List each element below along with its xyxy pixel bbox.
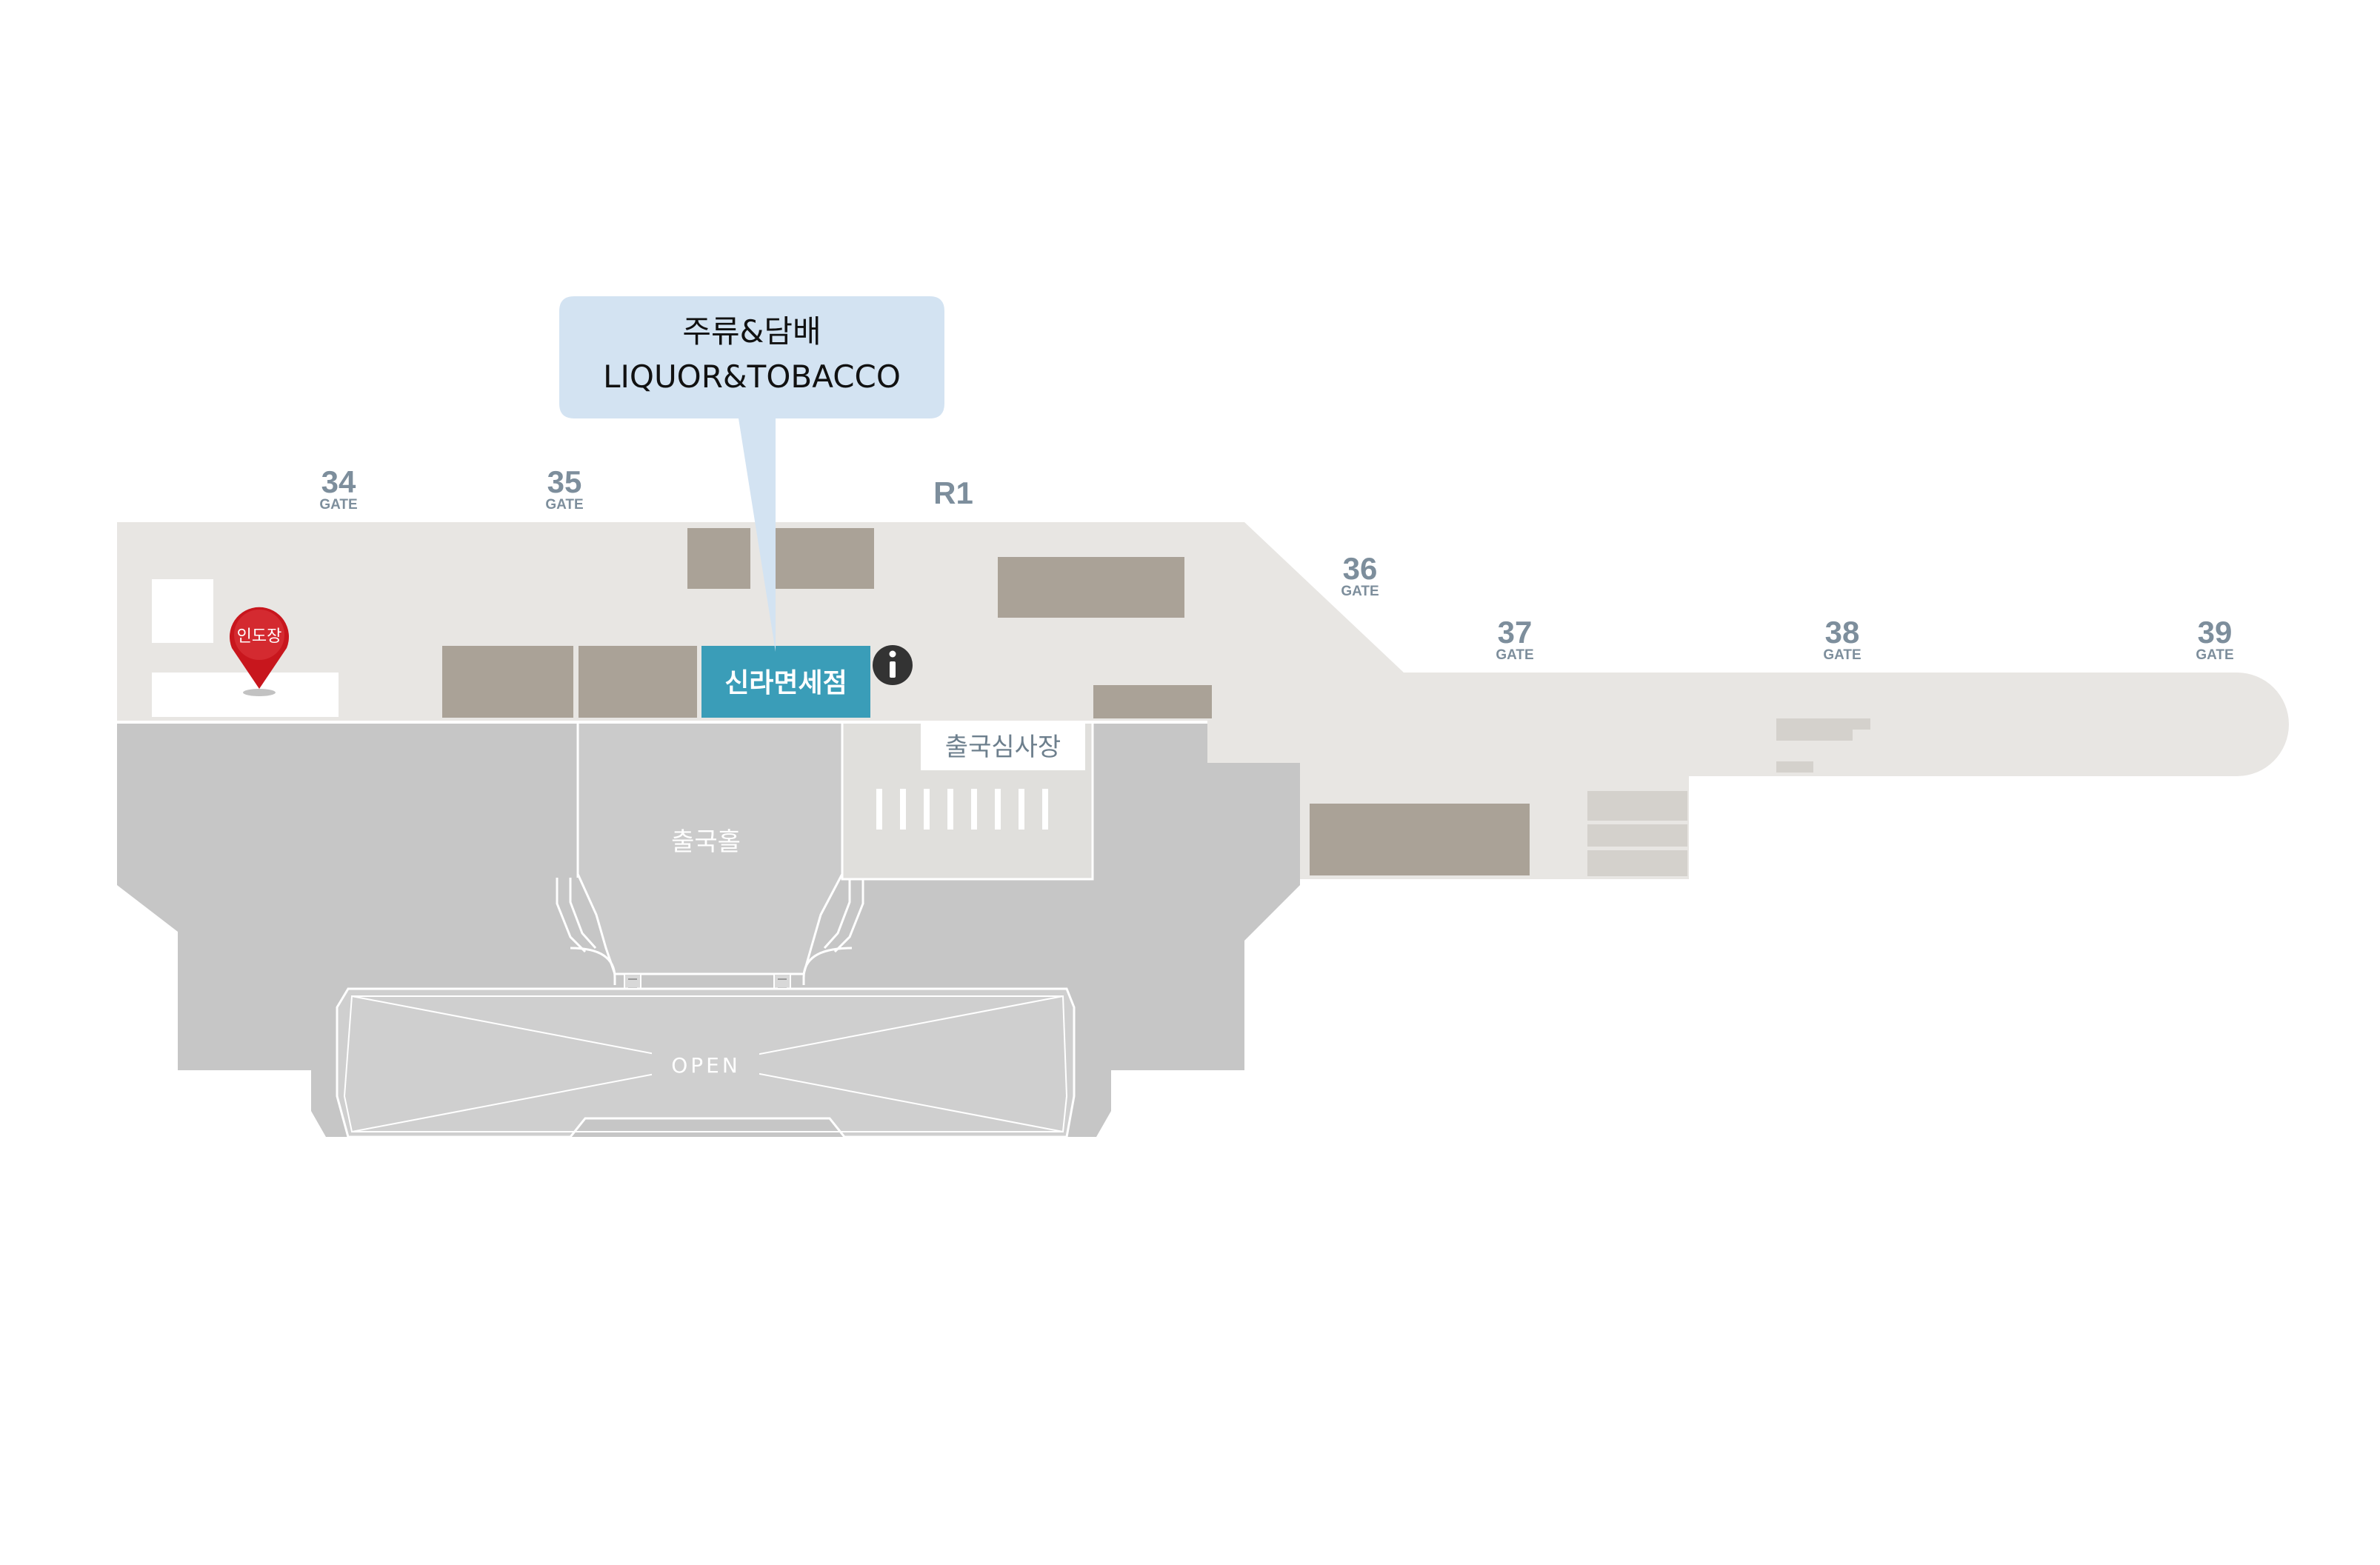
- gate-word: GATE: [1496, 647, 1533, 663]
- gate-37: 37 GATE: [1496, 615, 1533, 663]
- open-label-bg: [652, 1046, 759, 1081]
- immigration-label: 출국심사장: [945, 733, 1061, 762]
- shop-block: [776, 528, 874, 589]
- gate-word: GATE: [2196, 647, 2233, 663]
- pickup-counter: [152, 673, 339, 717]
- shop-block: [579, 646, 697, 718]
- gate-word: GATE: [1341, 584, 1379, 599]
- liquor-tobacco-callout: 주류&담배 LIQUOR&TOBACCO: [559, 296, 944, 652]
- immigration-label-bg: [921, 722, 1085, 770]
- info-icon[interactable]: [873, 645, 913, 685]
- gate-35: 35 GATE: [545, 464, 583, 513]
- callout-title-korean: 주류&담배: [682, 313, 821, 350]
- pin-label: 인도장: [237, 627, 282, 646]
- gate-word: GATE: [319, 497, 357, 513]
- gate-38: 38 GATE: [1823, 615, 1861, 663]
- gate-word: GATE: [1823, 647, 1861, 663]
- shop-block: [687, 528, 750, 589]
- facility-blocks: [1587, 718, 1870, 876]
- gate-number: 36: [1343, 551, 1378, 586]
- shilla-duty-free-store[interactable]: [701, 646, 870, 718]
- gate-number: 38: [1825, 615, 1860, 650]
- gate-number: 37: [1498, 615, 1533, 650]
- gate-number: 39: [2198, 615, 2233, 650]
- gate-word: GATE: [545, 497, 583, 513]
- pickup-location-pin[interactable]: 인도장: [230, 607, 289, 696]
- hall-connector-left: [570, 947, 616, 985]
- shop-block: [1093, 685, 1212, 718]
- stairs-right: [823, 878, 864, 953]
- zone-label: R1: [933, 475, 973, 510]
- shop-blocks: [442, 528, 1530, 875]
- departure-hall-label: 출국홀: [671, 827, 741, 857]
- open-label: OPEN: [671, 1053, 741, 1078]
- gate-36: 36 GATE: [1341, 551, 1379, 599]
- gate-39: 39 GATE: [2196, 615, 2233, 663]
- hall-connector-right: [802, 947, 853, 985]
- shop-block: [998, 557, 1184, 618]
- immigration-gates: [876, 789, 1048, 830]
- gate-number: 35: [547, 464, 582, 499]
- shop-block: [442, 646, 573, 718]
- callout-title-english: LIQUOR&TOBACCO: [603, 358, 901, 395]
- shop-block: [1310, 804, 1530, 875]
- stairs-left: [556, 878, 597, 953]
- white-block-upper: [152, 579, 213, 643]
- gate-number: 34: [321, 464, 356, 499]
- gate-34: 34 GATE: [319, 464, 357, 513]
- store-label: 신라면세점: [724, 668, 847, 698]
